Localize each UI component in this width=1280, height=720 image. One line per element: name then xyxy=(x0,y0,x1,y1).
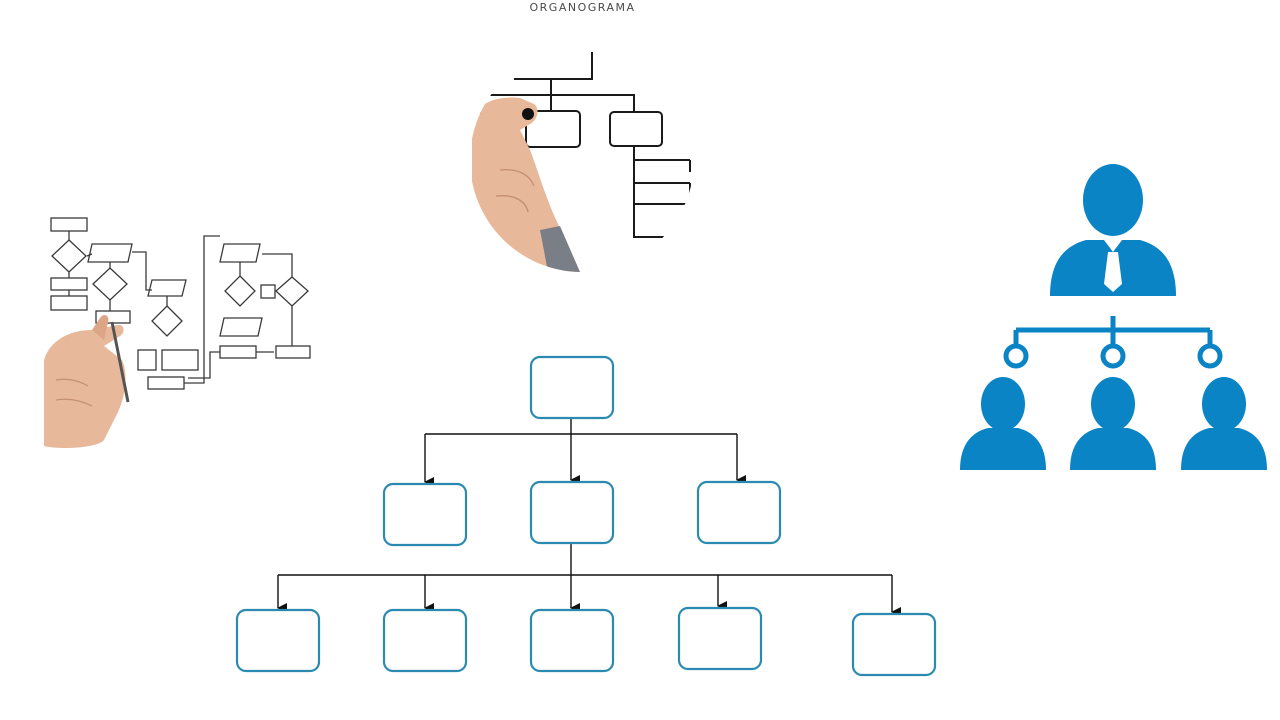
org-box-level-2 xyxy=(529,480,615,545)
org-box-level-3 xyxy=(382,608,468,673)
org-box-root xyxy=(529,355,615,420)
hand-icon xyxy=(44,315,130,448)
page-title: ORGANOGRAMA xyxy=(529,1,636,14)
org-box-level-3 xyxy=(677,606,763,671)
org-box-level-3 xyxy=(235,608,321,673)
org-box-level-2 xyxy=(382,482,468,547)
connectors-level-3 xyxy=(277,542,901,617)
connectors-level-2 xyxy=(424,418,746,487)
org-box-level-2 xyxy=(696,480,782,545)
org-box-level-3 xyxy=(851,612,937,677)
org-box-level-3 xyxy=(529,608,615,673)
